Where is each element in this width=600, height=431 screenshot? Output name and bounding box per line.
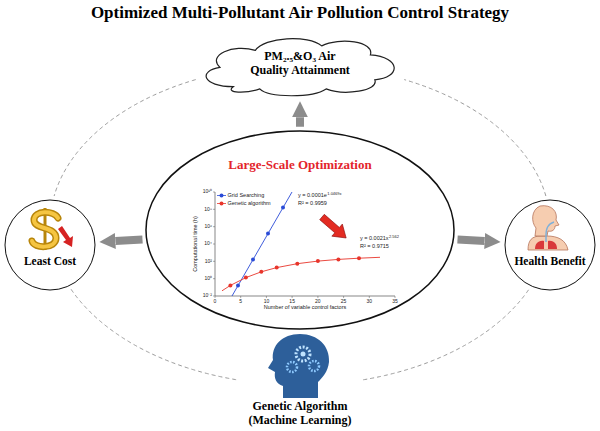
dollar-icon [32,208,73,250]
dashed-cycle-arc [71,289,237,379]
node-label: Health Benefit [514,255,585,268]
grid-point [281,206,285,210]
legend-label: Genetic algorithm [228,201,271,207]
legend-entry: Grid Searching [217,193,264,199]
speedup-arrow [317,211,352,244]
grid-point [266,232,270,236]
block-arrow [296,117,304,126]
algorithm-node: Genetic Algorithm (Machine Learning) [240,332,360,429]
body-icon [528,206,568,250]
dollar-s-outline [32,212,58,246]
tick-label: 10¹⁰ [203,189,212,194]
circle-outline [4,199,96,291]
gear-hub [301,352,306,357]
legend-entry: Genetic algorithm [217,201,271,207]
tick-label: 30 [367,299,373,304]
circle-shape [5,200,95,290]
airway [546,222,554,242]
lung [548,241,557,249]
equation-exponent: 1.0469x [327,192,341,196]
tick-label: 25 [341,299,347,304]
cost-circle: Least Cost [4,199,96,291]
ellipse-shape [146,131,454,329]
legend-swatch [217,201,226,206]
head-silhouette [268,334,329,398]
ga-point [259,270,263,274]
tick-label: 15 [289,299,295,304]
tick-label: 10⁸ [204,207,212,212]
goal-cloud: PM₂.₅&O₃ Air Quality Attainment [189,30,410,98]
grid-point [236,284,240,288]
ga-point [295,262,299,266]
y-ticks [213,192,215,296]
tick-label: 10 [264,299,270,304]
dashed-cycle-arc [404,80,546,196]
optimization-ellipse: Large-Scale Optimization [145,130,455,330]
legend-swatch [217,193,226,198]
block-arrow [458,239,485,241]
swatch-dot [220,202,224,206]
gear [287,362,297,372]
equation: y = 0.0001e [298,193,327,199]
ga-point [228,283,232,287]
node-label: PM₂.₅&O₃ Air Quality Attainment [244,50,356,78]
gear [296,347,310,361]
cloud-shape [207,39,395,96]
chart-axes [215,192,395,296]
gear [309,361,319,371]
block-arrow [115,239,142,241]
axis-title: Computational time (h) [193,216,199,272]
node-label: Least Cost [24,255,76,268]
dollar-s [32,212,58,246]
ga-point [316,259,320,263]
tick-label: 35 [392,299,398,304]
grid-point [251,258,255,262]
tick-label: 10⁶ [204,224,212,229]
ga-point [336,257,340,261]
equation-exponent: 2.562 [389,235,399,239]
r-squared: R² = 0.9959 [298,201,327,207]
cost-down-arrow [58,226,73,247]
grid-points [236,206,285,288]
dashed-cycle-arc [363,289,529,379]
health-circle: Health Benefit [504,199,596,291]
ga-point [357,256,361,260]
legend-label: Grid Searching [228,193,265,199]
tick-label: 10⁰ [204,276,212,281]
swatch-dot [220,194,224,198]
tick-label: 10⁻² [203,293,212,298]
circle-shape [505,200,595,290]
circle-outline [504,199,596,291]
r-squared: R² = 0.9715 [360,244,389,250]
tick-label: 5 [239,299,242,304]
tick-label: 10² [205,259,212,264]
brain-icon [268,334,329,398]
dashed-cycle-arc [54,80,196,196]
diagram-title: Optimized Multi-Pollutant Air Pollution … [0,3,600,23]
torso [528,236,568,250]
tick-label: 10⁴ [204,241,212,246]
tick-label: 0 [214,299,217,304]
node-label: Genetic Algorithm (Machine Learning) [241,400,359,428]
axis-title: Number of variable control factors [264,305,347,311]
ga-trend-line [222,257,380,291]
equation: y = 0.0021x [360,236,389,242]
lung [535,241,544,249]
ga-points [228,256,361,287]
ga-point [244,276,248,280]
tick-label: 20 [315,299,321,304]
node-label: Large-Scale Optimization [228,158,371,173]
ga-point [275,266,279,270]
chart [213,192,395,298]
